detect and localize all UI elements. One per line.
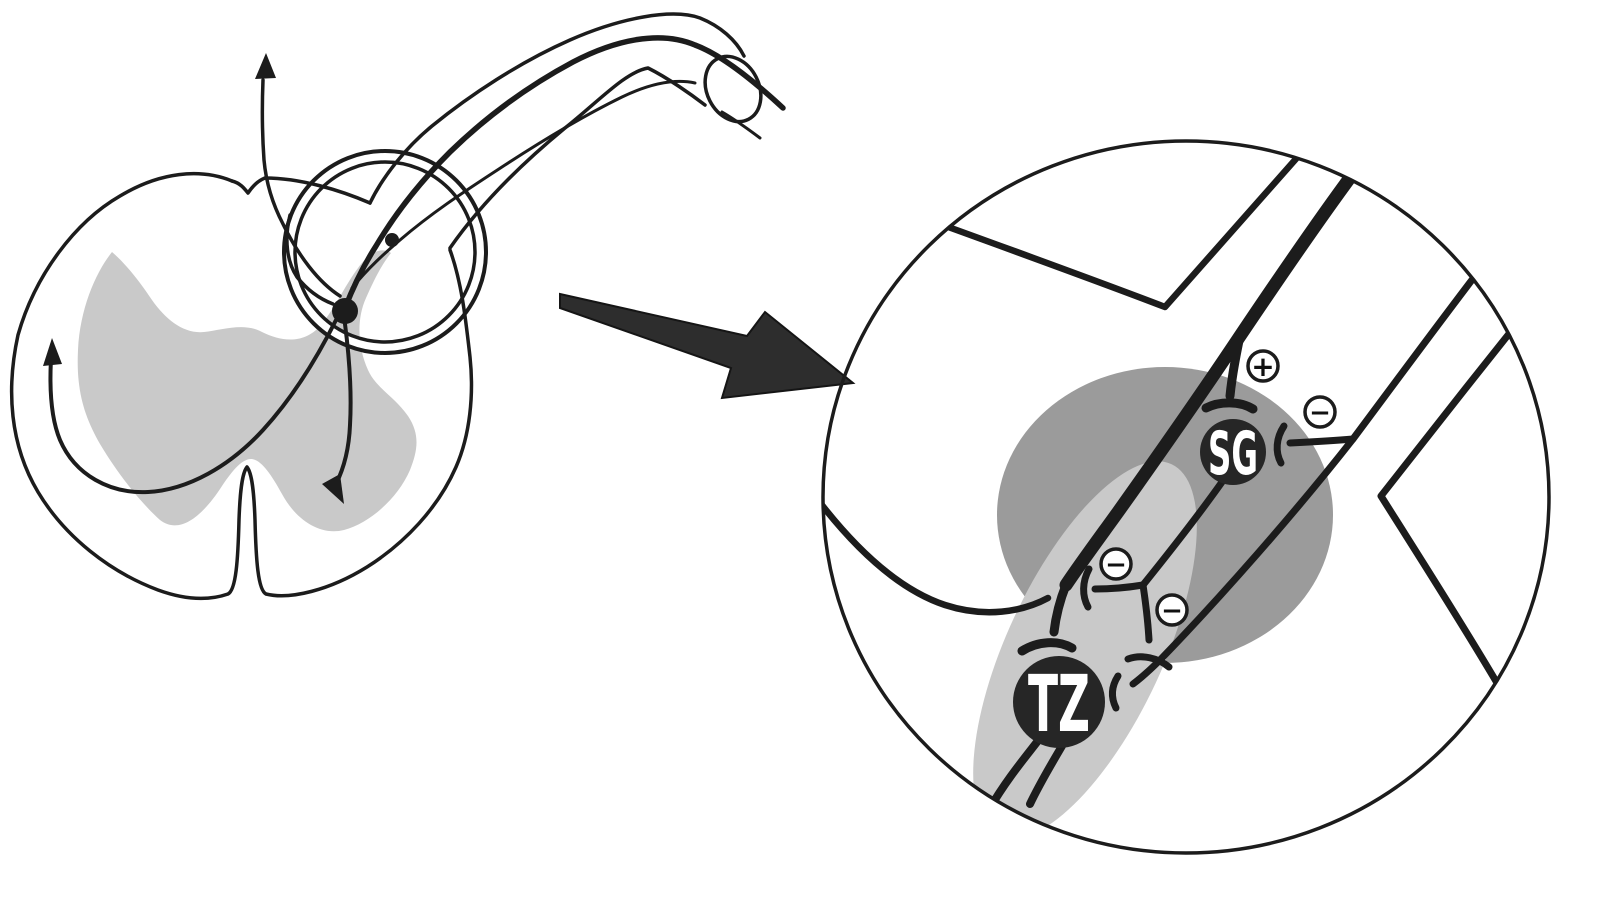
tube-upper-outline: [368, 12, 746, 205]
ascending-arrowhead-icon: [255, 53, 276, 79]
tz-node: TZ: [1013, 656, 1105, 750]
svg-text:−: −: [1309, 398, 1331, 428]
magnified-circle-outline: [821, 139, 1551, 855]
cord-surface-hook-line: [823, 496, 1052, 616]
descending-arrow: [322, 322, 353, 504]
sg-node: SG: [1200, 419, 1266, 489]
tz-label: TZ: [1028, 660, 1090, 750]
descending-arrowhead-icon: [322, 474, 344, 504]
large-fiber-branch-to-sg: [1225, 331, 1245, 401]
magnified-dorsal-horn: SG TZ + − − −: [821, 139, 1551, 855]
dorsal-horn-wedge: [973, 461, 1197, 839]
contralateral-ascending-arrow: [43, 318, 338, 495]
dorsal-root-tube: [368, 12, 763, 250]
inhibitory-badge-sg-icon: −: [1303, 395, 1337, 429]
sg-label: SG: [1208, 419, 1258, 489]
inhibitory-ending-on-sg: [1273, 422, 1288, 467]
spinal-cord-cross-section: [9, 12, 786, 601]
inhibitory-badge-large-fiber-icon: −: [1099, 547, 1133, 581]
small-fiber-ending-on-tz: [1109, 672, 1122, 712]
large-fiber-terminal-stem: [1049, 580, 1071, 637]
zoom-arrow-icon: [559, 292, 856, 400]
large-fiber-thick: [1017, 168, 1359, 656]
large-afferent-fiber: [342, 35, 786, 311]
sg-branch-to-large-fiber: [1091, 581, 1147, 593]
sg-neuron-dot: [385, 233, 399, 247]
root-sleeve-line: [1377, 326, 1516, 692]
tube-lower-outline: [448, 66, 707, 250]
inhibitory-badge-small-fiber-icon: −: [1155, 593, 1189, 627]
small-fiber-thin: [1109, 268, 1482, 712]
small-afferent-fiber: [350, 79, 697, 290]
svg-text:−: −: [1161, 596, 1183, 626]
excitatory-badge-icon: +: [1246, 349, 1280, 383]
cord-dorsal-surface: [263, 176, 372, 205]
spinal-cord-outline: [9, 172, 474, 601]
dorsal-notch: [230, 176, 267, 195]
small-afferent-fiber-protruding: [720, 110, 762, 140]
inhibitory-ending-on-large-fiber: [1080, 565, 1093, 611]
projection-neuron-dot: [332, 298, 358, 324]
contralateral-arrowhead-icon: [43, 338, 62, 366]
svg-text:+: +: [1251, 350, 1274, 383]
ascending-arrow: [255, 53, 342, 298]
sg-branch-to-small-fiber: [1139, 581, 1153, 644]
excitatory-ending-on-sg: [1201, 398, 1258, 414]
cord-surface-line: [936, 141, 1314, 311]
svg-text:−: −: [1105, 550, 1127, 580]
large-fiber-ending-on-tz: [1017, 638, 1077, 656]
sg-output-axon: [1080, 478, 1226, 671]
small-fiber-branch-to-sg: [1286, 435, 1357, 447]
inhibitory-ending-on-small-fiber: [1124, 653, 1173, 671]
gray-matter: [77, 250, 417, 532]
